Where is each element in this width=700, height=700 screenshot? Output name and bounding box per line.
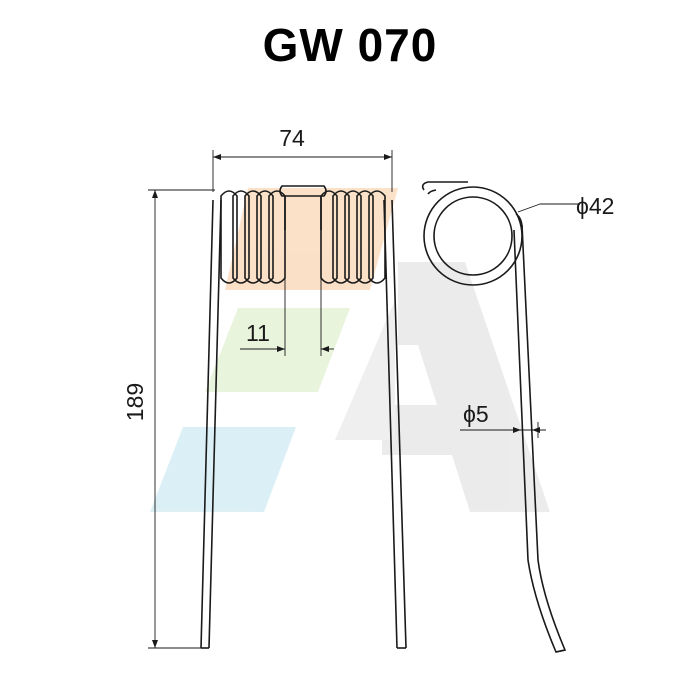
watermark-blue-band	[150, 427, 296, 512]
side-view	[421, 181, 567, 653]
width-label: 74	[279, 125, 305, 151]
right-leg	[383, 199, 407, 649]
watermark-orange-band	[225, 188, 398, 290]
coil-diameter-label: ϕ42	[576, 193, 614, 219]
wire-diameter-label: ϕ5	[463, 401, 489, 427]
width-dimension: 74	[212, 125, 393, 192]
right-coil	[320, 190, 386, 284]
front-view	[200, 185, 407, 649]
watermark-gray-left	[335, 300, 395, 440]
left-coil	[220, 190, 286, 284]
watermark-gray-letter	[382, 262, 550, 512]
coil-diameter-dimension: ϕ42	[517, 193, 614, 219]
coil-inner-circle	[433, 196, 513, 276]
left-leg	[200, 199, 222, 649]
gap-label: 11	[246, 320, 270, 346]
height-dimension: 189	[122, 189, 215, 649]
part-title: GW 070	[262, 19, 438, 71]
coil-hook	[421, 181, 468, 191]
height-label: 189	[122, 383, 148, 421]
watermark-logo	[150, 188, 550, 512]
gap-dimension: 11	[240, 232, 334, 356]
wire-diameter-dimension: ϕ5	[460, 401, 546, 438]
coil-outer-circle	[423, 186, 523, 286]
